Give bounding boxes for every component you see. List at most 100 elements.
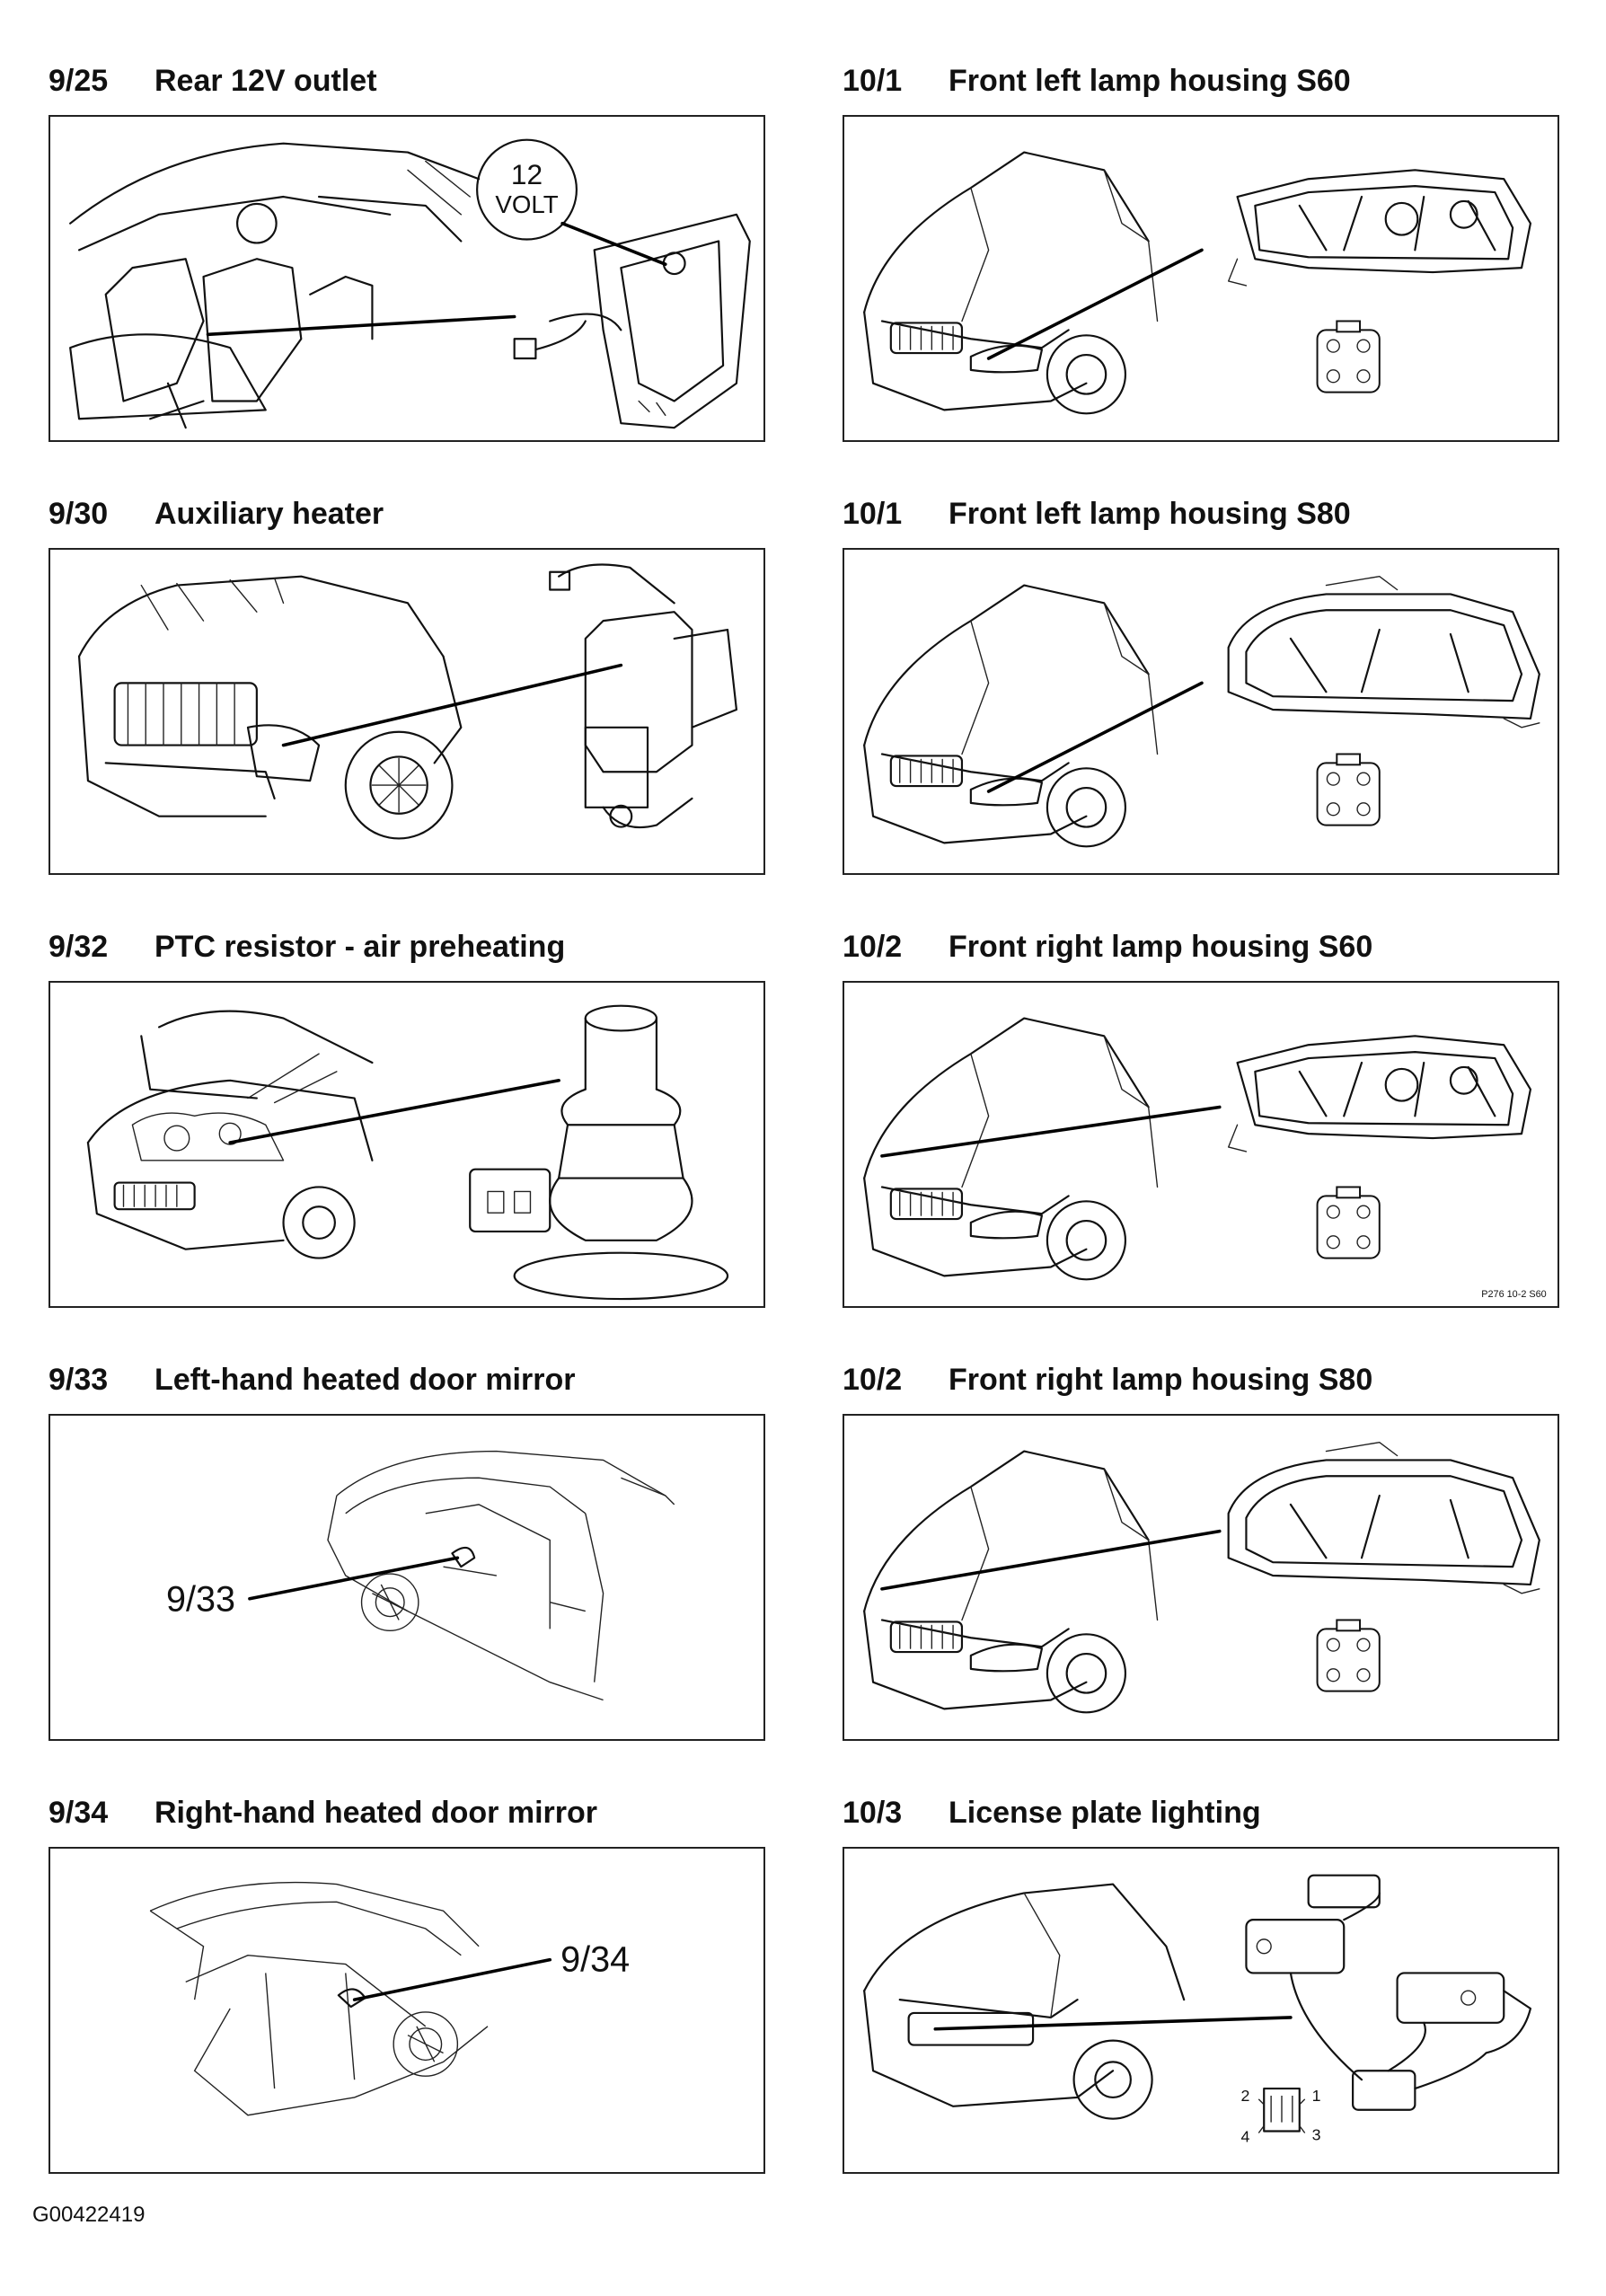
rear-12v-outlet-illustration: 12 VOLT bbox=[69, 138, 751, 429]
ptc-resistor-illustration bbox=[86, 1004, 729, 1301]
lamp-assembly-drawing bbox=[1245, 1874, 1532, 2111]
car-front-drawing bbox=[863, 1017, 1159, 1281]
lamp-housing-drawing bbox=[1227, 575, 1540, 729]
section-10-1-s60: 10/1 Front left lamp housing S60 bbox=[843, 63, 1559, 444]
section-9-25: 9/25 Rear 12V outlet bbox=[49, 63, 765, 444]
leader-line bbox=[933, 2016, 1293, 2031]
illustration-panel: 9/33 bbox=[49, 1414, 765, 1741]
item-code: 10/1 bbox=[843, 497, 903, 531]
right-door-mirror-illustration: 9/34 bbox=[149, 1881, 630, 2116]
leader-line bbox=[986, 248, 1204, 360]
item-title: Auxiliary heater bbox=[154, 497, 384, 531]
car-side-drawing bbox=[327, 1450, 675, 1701]
drawing-reference: P276 10-2 S60 bbox=[1481, 1289, 1546, 1300]
callout-label: 9/33 bbox=[166, 1580, 235, 1620]
heater-unit-drawing bbox=[549, 563, 738, 829]
mirror-drawing bbox=[451, 1546, 476, 1568]
callout-line-2: VOLT bbox=[495, 190, 558, 218]
leader-line bbox=[228, 1079, 560, 1144]
item-code: 9/34 bbox=[49, 1796, 109, 1830]
item-title: Rear 12V outlet bbox=[154, 64, 377, 98]
item-code: 9/33 bbox=[49, 1363, 109, 1397]
car-side-drawing bbox=[149, 1881, 489, 2116]
item-title: Front right lamp housing S60 bbox=[949, 930, 1373, 964]
leader-line bbox=[206, 314, 516, 337]
volt-callout-circle bbox=[476, 138, 578, 241]
item-title: PTC resistor - air preheating bbox=[154, 930, 566, 964]
leader-line bbox=[986, 681, 1204, 793]
leader-line bbox=[880, 1105, 1222, 1158]
section-header: 10/1 Front left lamp housing S60 bbox=[843, 63, 1351, 99]
section-header: 10/3 License plate lighting bbox=[843, 1795, 1261, 1831]
car-interior-drawing bbox=[69, 142, 481, 429]
connector-pinout bbox=[1316, 320, 1381, 393]
suv-front-drawing bbox=[77, 575, 463, 840]
car-front-drawing bbox=[863, 151, 1159, 415]
lamp-housing-drawing bbox=[1227, 1035, 1532, 1152]
section-9-34: 9/34 Right-hand heated door mirror 9/34 bbox=[49, 1795, 765, 2176]
item-title: Front right lamp housing S80 bbox=[949, 1363, 1373, 1397]
document-reference-code: G00422419 bbox=[32, 2203, 146, 2227]
item-code: 10/1 bbox=[843, 64, 903, 98]
car-rear-drawing bbox=[863, 1883, 1186, 2120]
front-left-lamp-s80-illustration bbox=[863, 575, 1540, 848]
section-header: 9/25 Rear 12V outlet bbox=[49, 63, 377, 99]
illustration-panel: 9/34 bbox=[49, 1847, 765, 2174]
item-title: Right-hand heated door mirror bbox=[154, 1796, 597, 1830]
connector-pinout bbox=[1316, 1186, 1381, 1259]
leader-line bbox=[880, 1529, 1222, 1591]
resistor-component-drawing bbox=[469, 1004, 729, 1301]
item-code: 10/2 bbox=[843, 930, 903, 964]
illustration-panel: P276 10-2 S60 bbox=[843, 981, 1559, 1308]
section-9-33: 9/33 Left-hand heated door mirror 9/33 bbox=[49, 1362, 765, 1743]
illustration-panel bbox=[49, 548, 765, 875]
car-front-drawing bbox=[863, 584, 1159, 848]
connector-pinout bbox=[1316, 1619, 1381, 1692]
leader-line bbox=[248, 1556, 460, 1601]
section-10-1-s80: 10/1 Front left lamp housing S80 bbox=[843, 496, 1559, 877]
auxiliary-heater-illustration bbox=[77, 563, 738, 840]
illustration-panel bbox=[49, 981, 765, 1308]
license-plate-lighting-illustration: 1 2 3 4 bbox=[863, 1874, 1532, 2145]
connector-pinout bbox=[1316, 753, 1381, 826]
lamp-housing-drawing bbox=[1227, 169, 1532, 287]
leader-line bbox=[352, 1957, 552, 2001]
illustration-panel bbox=[843, 1414, 1559, 1741]
callout-line-1: 12 bbox=[511, 158, 543, 190]
section-10-3: 10/3 License plate lighting bbox=[843, 1795, 1559, 2176]
pin-label: 2 bbox=[1241, 2087, 1250, 2105]
section-10-2-s80: 10/2 Front right lamp housing S80 bbox=[843, 1362, 1559, 1743]
illustration-panel: 12 VOLT bbox=[49, 115, 765, 442]
car-front-drawing bbox=[863, 1450, 1159, 1714]
illustration-panel bbox=[843, 548, 1559, 875]
item-title: License plate lighting bbox=[949, 1796, 1261, 1830]
lamp-housing-drawing bbox=[1227, 1441, 1540, 1594]
front-right-lamp-s60-illustration: P276 10-2 S60 bbox=[863, 1017, 1547, 1300]
item-code: 10/2 bbox=[843, 1363, 903, 1397]
pin-connector-diagram: 1 2 3 4 bbox=[1241, 2087, 1321, 2145]
callout-label: 9/34 bbox=[560, 1939, 630, 1979]
item-code: 9/25 bbox=[49, 64, 109, 98]
item-title: Front left lamp housing S80 bbox=[949, 497, 1351, 531]
left-door-mirror-illustration: 9/33 bbox=[166, 1450, 675, 1701]
section-header: 10/1 Front left lamp housing S80 bbox=[843, 496, 1351, 532]
outlet-panel-drawing bbox=[513, 213, 751, 429]
item-code: 10/3 bbox=[843, 1796, 903, 1830]
section-10-2-s60: 10/2 Front right lamp housing S60 bbox=[843, 929, 1559, 1310]
item-title: Front left lamp housing S60 bbox=[949, 64, 1351, 98]
front-right-lamp-s80-illustration bbox=[863, 1441, 1540, 1714]
section-header: 10/2 Front right lamp housing S60 bbox=[843, 929, 1372, 965]
leader-line bbox=[281, 663, 623, 747]
front-left-lamp-s60-illustration bbox=[863, 151, 1532, 415]
illustration-panel: 1 2 3 4 bbox=[843, 1847, 1559, 2174]
pin-label: 4 bbox=[1241, 2127, 1250, 2145]
section-header: 9/33 Left-hand heated door mirror bbox=[49, 1362, 575, 1398]
pin-label: 3 bbox=[1312, 2125, 1321, 2143]
pin-label: 1 bbox=[1312, 2087, 1321, 2105]
item-title: Left-hand heated door mirror bbox=[154, 1363, 576, 1397]
section-header: 9/34 Right-hand heated door mirror bbox=[49, 1795, 597, 1831]
